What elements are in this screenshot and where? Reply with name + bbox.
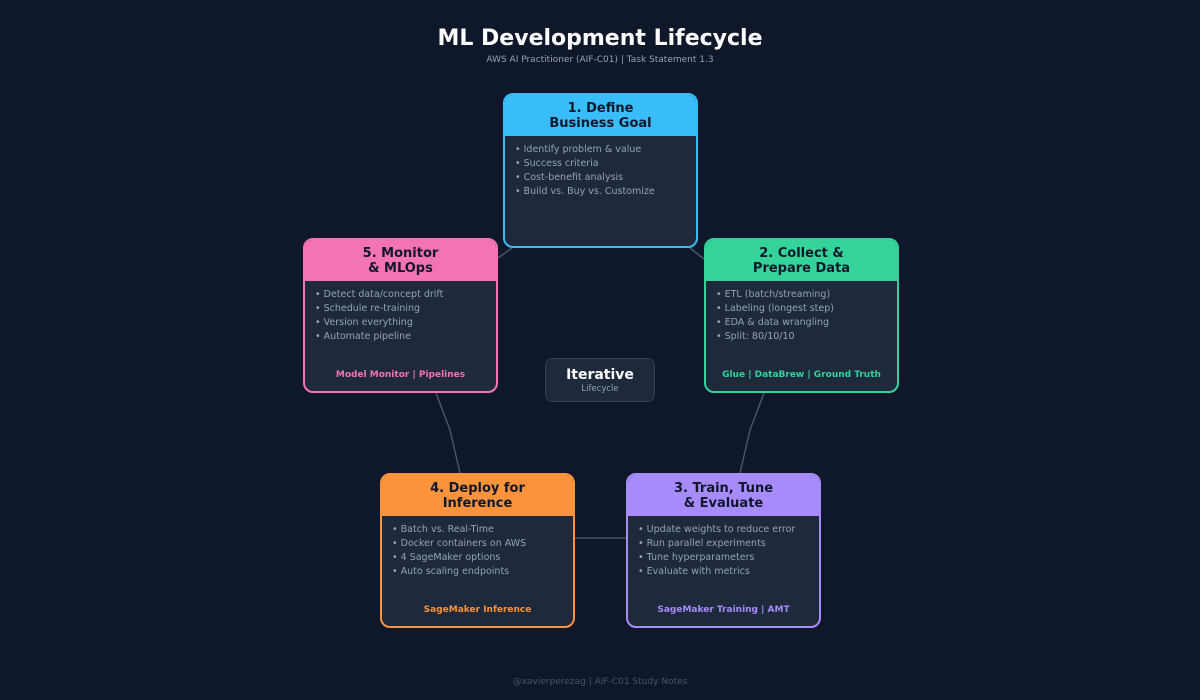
stage-card-1: 1. Define Business GoalIdentify problem … — [503, 93, 698, 248]
page-title: ML Development Lifecycle — [437, 26, 763, 51]
connector-1-2 — [689, 247, 705, 260]
stage-card-4: 4. Deploy for InferenceBatch vs. Real-Ti… — [380, 473, 575, 628]
stage-bullet: Auto scaling endpoints — [392, 565, 573, 579]
iterative-lifecycle-badge: Iterative Lifecycle — [545, 358, 655, 402]
connector-1-5 — [497, 247, 513, 259]
center-title: Iterative — [566, 367, 634, 383]
stage-bullet: Update weights to reduce error — [638, 523, 819, 537]
stage-title: 4. Deploy for Inference — [382, 475, 573, 516]
stage-bullets: Detect data/concept driftSchedule re-tra… — [305, 281, 496, 344]
stage-bullet: Run parallel experiments — [638, 537, 819, 551]
connector-5-4 — [435, 392, 461, 474]
stage-card-5: 5. Monitor & MLOpsDetect data/concept dr… — [303, 238, 498, 393]
stage-bullet: Schedule re-training — [315, 302, 496, 316]
stage-title: 3. Train, Tune & Evaluate — [628, 475, 819, 516]
center-subtitle: Lifecycle — [581, 384, 619, 394]
stage-bullet: Detect data/concept drift — [315, 288, 496, 302]
stage-title: 5. Monitor & MLOps — [305, 240, 496, 281]
footer: @xavierperezag | AIF-C01 Study Notes — [512, 677, 688, 687]
stage-bullet: Cost-benefit analysis — [515, 171, 696, 185]
connector-2-3 — [739, 392, 765, 474]
stage-bullets: Update weights to reduce errorRun parall… — [628, 516, 819, 579]
stage-bullet: Batch vs. Real-Time — [392, 523, 573, 537]
stage-bullet: Docker containers on AWS — [392, 537, 573, 551]
stage-tools: Model Monitor | Pipelines — [335, 370, 466, 380]
stage-bullet: Automate pipeline — [315, 330, 496, 344]
stage-title: 1. Define Business Goal — [505, 95, 696, 136]
stage-bullet: Version everything — [315, 316, 496, 330]
stage-bullet: Evaluate with metrics — [638, 565, 819, 579]
stage-tools: SageMaker Inference — [423, 605, 532, 615]
stage-tools: Glue | DataBrew | Ground Truth — [722, 370, 881, 380]
stage-bullet: ETL (batch/streaming) — [716, 288, 897, 302]
stage-bullet: Labeling (longest step) — [716, 302, 897, 316]
stage-tools: SageMaker Training | AMT — [657, 605, 790, 615]
stage-bullet: EDA & data wrangling — [716, 316, 897, 330]
stage-bullets: ETL (batch/streaming)Labeling (longest s… — [706, 281, 897, 344]
stage-bullet: Build vs. Buy vs. Customize — [515, 185, 696, 199]
stage-bullet: Tune hyperparameters — [638, 551, 819, 565]
stage-title: 2. Collect & Prepare Data — [706, 240, 897, 281]
stage-card-2: 2. Collect & Prepare DataETL (batch/stre… — [704, 238, 899, 393]
stage-bullet: Split: 80/10/10 — [716, 330, 897, 344]
stage-bullets: Batch vs. Real-TimeDocker containers on … — [382, 516, 573, 579]
stage-bullet: Identify problem & value — [515, 143, 696, 157]
stage-card-3: 3. Train, Tune & EvaluateUpdate weights … — [626, 473, 821, 628]
page-subtitle: AWS AI Practitioner (AIF-C01) | Task Sta… — [486, 55, 714, 65]
stage-bullets: Identify problem & valueSuccess criteria… — [505, 136, 696, 199]
stage-bullet: Success criteria — [515, 157, 696, 171]
stage-bullet: 4 SageMaker options — [392, 551, 573, 565]
